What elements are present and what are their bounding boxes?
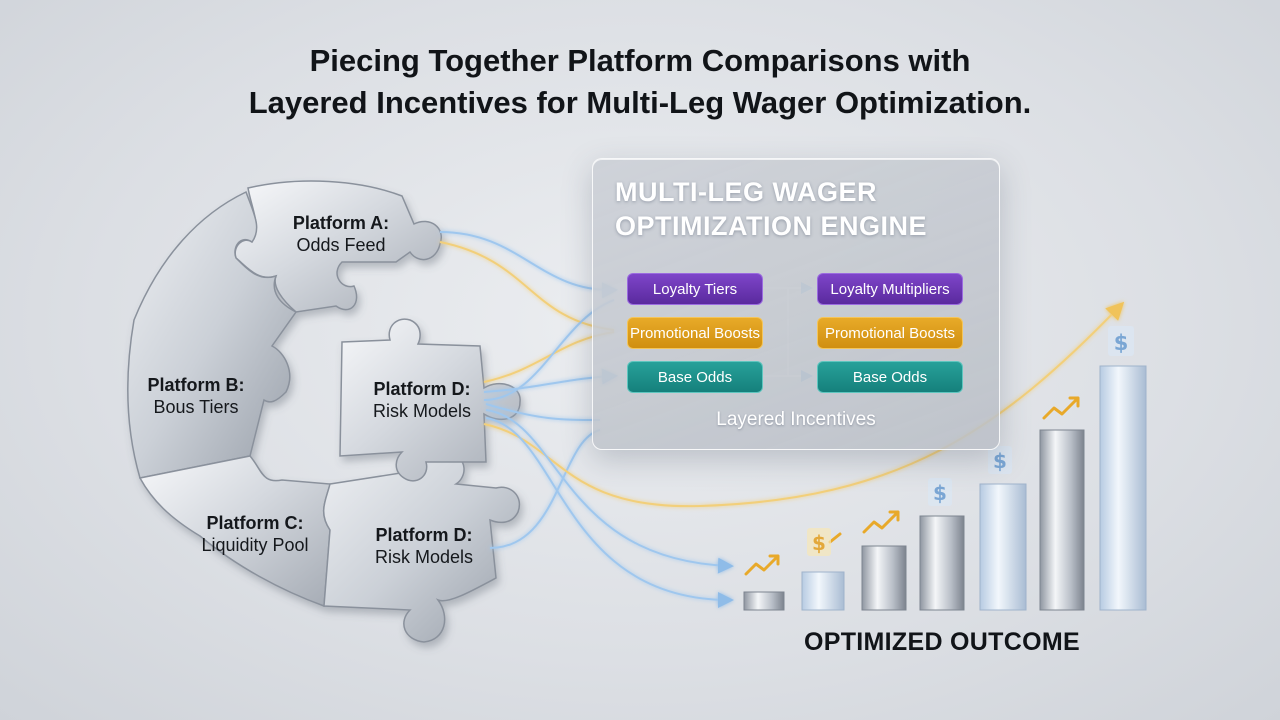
trend-arrow-icon-2 xyxy=(862,510,900,534)
piece-desc: Liquidity Pool xyxy=(201,535,309,555)
outcome-label: OPTIMIZED OUTCOME xyxy=(804,628,1080,656)
puzzle-piece-d-upper xyxy=(339,318,521,482)
trend-arrow-icon-3 xyxy=(1042,396,1080,420)
outcome-bar-3 xyxy=(861,545,907,611)
piece-desc: Risk Models xyxy=(374,547,474,567)
dollar-icon-2: $ xyxy=(933,481,947,505)
outcome-bar-2 xyxy=(801,571,845,611)
flow-line-to-bar-1 xyxy=(485,409,734,574)
layer-loyalty-multipliers: Loyalty Multipliers xyxy=(817,273,963,305)
puzzle-ring xyxy=(127,180,521,643)
piece-label-platform-a: Platform A: Odds Feed xyxy=(266,212,416,256)
dollar-icons: $ $ $ $ xyxy=(807,326,1134,556)
dollar-icon-1: $ xyxy=(812,531,826,555)
puzzle-piece-b xyxy=(127,190,298,479)
dollar-icon-4: $ xyxy=(1114,331,1129,355)
trend-arrows xyxy=(744,396,1080,576)
outcome-bar-4 xyxy=(919,515,965,611)
layer-base-odds-right: Base Odds xyxy=(817,361,963,393)
layer-promotional-boosts-left: Promotional Boosts xyxy=(627,317,763,349)
engine-caption: Layered Incentives xyxy=(716,409,876,430)
piece-label-platform-d-upper: Platform D: Risk Models xyxy=(352,378,492,422)
puzzle-piece-a xyxy=(234,180,443,313)
outcome-bars xyxy=(743,365,1147,611)
title-line-1: Piecing Together Platform Comparisons wi… xyxy=(309,43,971,78)
piece-title: Platform D: xyxy=(373,379,471,399)
flow-line-d-lower-to-engine xyxy=(489,429,601,549)
engine-title: MULTI-LEG WAGER OPTIMIZATION ENGINE xyxy=(615,175,927,243)
trend-arrow-icon-1 xyxy=(744,554,780,576)
outcome-bar-7 xyxy=(1099,365,1147,611)
flow-line-to-bar-2 xyxy=(485,417,734,608)
piece-title: Platform A: xyxy=(292,213,390,233)
piece-label-platform-b: Platform B: Bous Tiers xyxy=(128,374,264,418)
page-title: Piecing Together Platform Comparisons wi… xyxy=(0,40,1280,124)
puzzle-piece-c xyxy=(138,455,331,608)
optimization-engine-panel: MULTI-LEG WAGER OPTIMIZATION ENGINE Loya… xyxy=(592,158,1000,450)
engine-title-line-2: OPTIMIZATION ENGINE xyxy=(615,211,927,241)
engine-title-line-1: MULTI-LEG WAGER xyxy=(615,177,877,207)
outcome-bar-6 xyxy=(1039,429,1085,611)
flow-line-a-to-loyalty xyxy=(439,231,618,299)
title-line-2: Layered Incentives for Multi-Leg Wager O… xyxy=(248,85,1032,120)
layer-promotional-boosts-right: Promotional Boosts xyxy=(817,317,963,349)
flow-line-d-upper-to-engine xyxy=(485,403,601,421)
flow-line-a-to-promo xyxy=(439,241,615,331)
trend-arrow-icon-4 xyxy=(828,532,842,544)
outcome-bar-1 xyxy=(743,591,785,611)
layer-base-odds-left: Base Odds xyxy=(627,361,763,393)
piece-desc: Odds Feed xyxy=(296,235,386,255)
dollar-icon-3: $ xyxy=(993,449,1007,473)
piece-desc: Bous Tiers xyxy=(153,397,239,417)
outcome-bar-5 xyxy=(979,483,1027,611)
piece-title: Platform C: xyxy=(206,513,304,533)
piece-label-platform-c: Platform C: Liquidity Pool xyxy=(180,512,330,556)
piece-desc: Risk Models xyxy=(372,401,472,421)
piece-title: Platform D: xyxy=(375,525,473,545)
layer-loyalty-tiers: Loyalty Tiers xyxy=(627,273,763,305)
piece-label-platform-d-lower: Platform D: Risk Models xyxy=(354,524,494,568)
piece-title: Platform B: xyxy=(147,375,245,395)
